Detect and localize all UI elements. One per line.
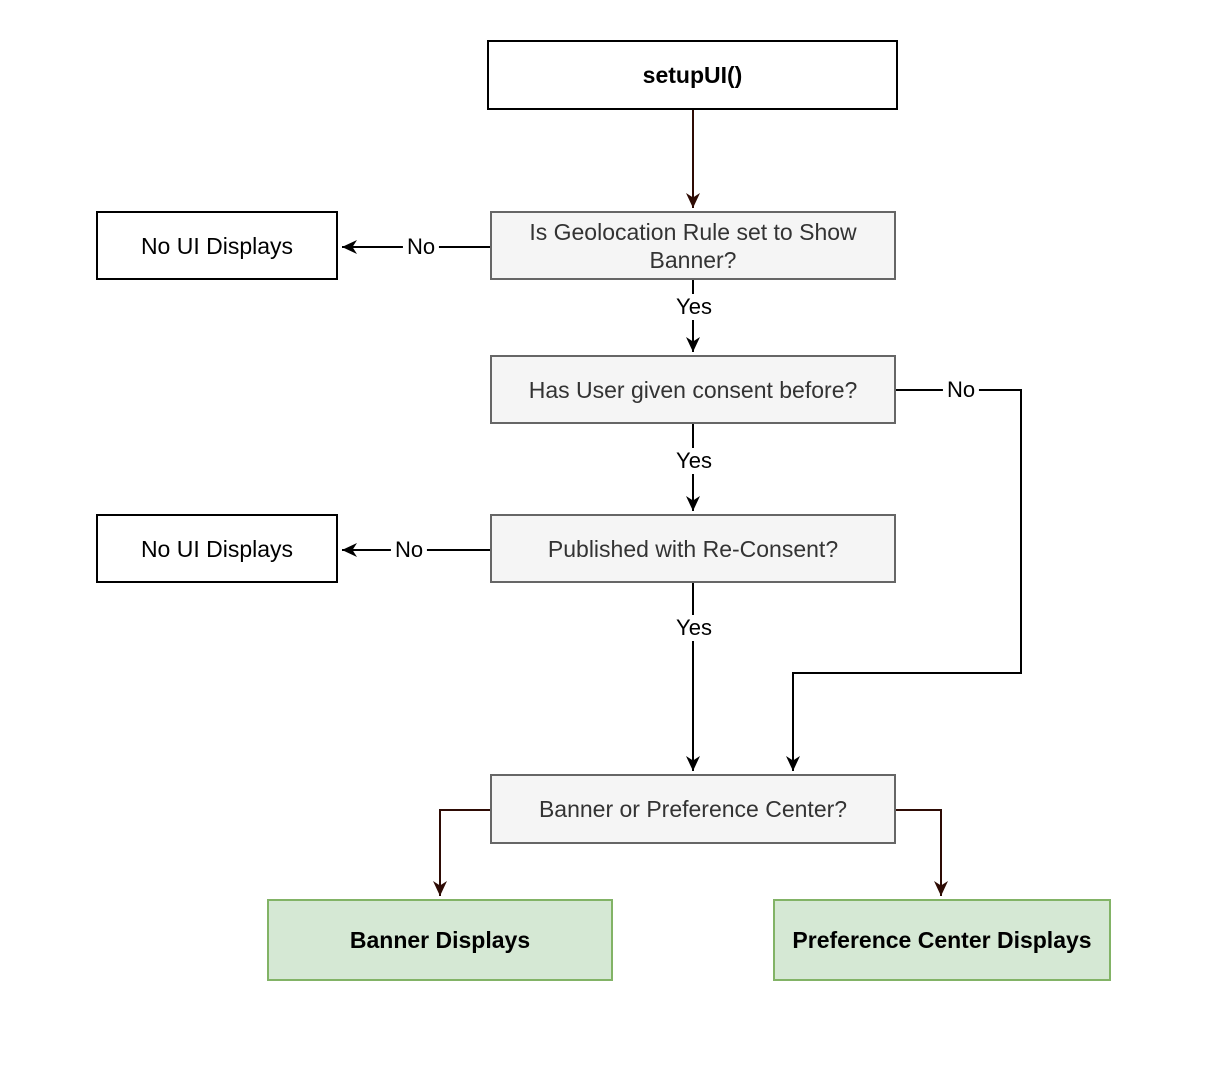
node-banner-or-pc-decision: Banner or Preference Center? (490, 774, 896, 844)
edge-label-no-consent: No (942, 377, 980, 403)
node-reconsent-decision: Published with Re-Consent? (490, 514, 896, 583)
edge-label-yes-reconsent: Yes (672, 615, 716, 641)
edge-label-no-reconsent: No (390, 537, 428, 563)
edge-banner-or-pc-to-banner (433, 809, 490, 896)
node-no-ui-displays-bottom: No UI Displays (96, 514, 338, 583)
node-no-ui-displays-top: No UI Displays (96, 211, 338, 280)
node-geo-rule-decision: Is Geolocation Rule set to Show Banner? (490, 211, 896, 280)
edge-label-yes-consent: Yes (672, 448, 716, 474)
node-setupui: setupUI() (487, 40, 898, 110)
node-consent-decision: Has User given consent before? (490, 355, 896, 424)
node-banner-displays: Banner Displays (267, 899, 613, 981)
node-preference-center-displays: Preference Center Displays (773, 899, 1111, 981)
edge-label-yes-geo: Yes (672, 294, 716, 320)
edge-banner-or-pc-to-pc (896, 809, 948, 896)
edge-label-no-geo: No (402, 234, 440, 260)
